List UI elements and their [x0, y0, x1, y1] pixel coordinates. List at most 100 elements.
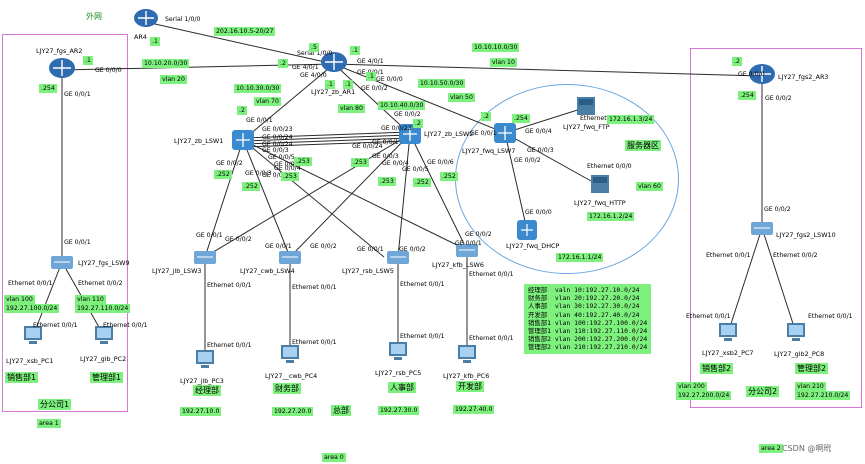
port-label: GE 0/0/1 [372, 139, 399, 146]
link-lsw1-lsw2-b [242, 134, 411, 142]
ip-tag: .5 [309, 43, 319, 53]
port-label: GE 0/0/2 [765, 95, 792, 102]
access-switch-icon[interactable] [279, 251, 301, 264]
ip-tag: .253 [351, 158, 369, 168]
link-lsw7-http [504, 132, 601, 187]
branch-label: 分公司1 [38, 399, 72, 411]
pc-icon[interactable] [281, 345, 299, 363]
subnet-tag: 192.27.20.0 [272, 407, 314, 417]
port-label: GE 0/0/2 [361, 85, 388, 92]
subnet-tag: 10.10.30.0/30 [234, 84, 282, 94]
link-lsw1-lsw4 [242, 139, 291, 258]
port-label: GE 4/0/1 [357, 58, 384, 65]
ip-tag: .1 [325, 80, 335, 90]
ip-tag: .2 [278, 59, 288, 69]
device-label-kfb-lsw6: LJY27_kfb_LSW6 [432, 261, 484, 269]
ip-tag: .254 [512, 114, 530, 124]
dept-label: 管理部2 [795, 363, 829, 375]
ip-tag: .253 [281, 172, 299, 182]
legend-row: 财务部 vlan 20:192.27.20.0/24 [528, 294, 640, 303]
port-label: GE 0/0/0 [738, 71, 765, 78]
port-label: GE 0/0/6 [427, 159, 454, 166]
port-label: GE 0/0/3 [527, 147, 554, 154]
access-switch-icon[interactable] [51, 256, 73, 269]
router-icon[interactable] [134, 9, 158, 27]
router-icon[interactable] [321, 52, 347, 72]
port-label: GE 0/0/3 [245, 170, 272, 177]
dept-label: 经理部 [193, 385, 221, 397]
device-label-kfb-pc6: LJY27_kfb_PC6 [443, 372, 490, 380]
link-lsw1-lsw6 [242, 139, 468, 251]
access-switch-icon[interactable] [751, 222, 773, 235]
vlan-tag: vlan 80 [338, 104, 365, 114]
access-switch-icon[interactable] [194, 251, 216, 264]
device-label-rsb-lsw5: LJY27_rsb_LSW5 [342, 267, 394, 275]
port-label: GE 4/0/1 [292, 64, 319, 71]
link-lsw1-lsw3 [204, 139, 244, 258]
core-switch-icon[interactable] [399, 124, 421, 144]
pc-icon[interactable] [196, 350, 214, 368]
port-label: Ethernet 0/0/1 [706, 252, 751, 259]
vlan-tag: vlan 110 [75, 295, 106, 305]
port-label: GE 0/0/0 [376, 76, 403, 83]
ip-tag: .254 [738, 91, 756, 101]
area-tag: area 2 [759, 444, 783, 454]
ip-tag: .252 [214, 170, 232, 180]
device-label-zb-lsw2: LJY27_zb_LSW2 [424, 130, 474, 138]
server-icon[interactable] [591, 175, 609, 193]
port-label: GE 0/0/4 [274, 165, 301, 172]
device-label-fwq-ftp: LJY27_fwq_FTP [563, 123, 610, 131]
device-label-zb-ar1: LJY27_zb_AR1 [311, 88, 356, 96]
access-switch-icon[interactable] [456, 244, 478, 257]
port-label: GE 0/0/1 [265, 243, 292, 250]
device-label-fgs2-lsw10: LJY27_fgs2_LSW10 [776, 231, 836, 239]
port-label: GE 4/0/0 [300, 72, 327, 79]
subnet-tag: 192.27.210.0/24 [795, 391, 851, 401]
device-label-rsb-pc5: LJY27_rsb_PC5 [375, 369, 422, 377]
legend-row: 销售部2 vlan 200:192.27.200.0/24 [528, 335, 648, 344]
port-label: GE 0/0/1 [470, 130, 497, 137]
vlan-tag: vlan 20 [160, 75, 187, 85]
port-label: GE 0/0/2 [225, 236, 252, 243]
ip-tag: .2 [732, 57, 742, 67]
router-icon[interactable] [49, 58, 75, 78]
core-switch-icon[interactable] [232, 130, 254, 150]
port-label: GE 0/0/2 [216, 160, 243, 167]
ip-tag: .253 [294, 157, 312, 167]
pc-icon[interactable] [787, 323, 805, 341]
link-lsw9-pc1 [32, 261, 63, 337]
subnet-tag: 192.27.100.0/24 [4, 304, 60, 314]
port-label: Ethernet 0/0/1 [400, 333, 445, 340]
pc-icon[interactable] [95, 326, 113, 344]
vlan-tag: vlan 200 [676, 382, 707, 392]
legend-row: 经理部 valn 10:192.27.10.0/24 [528, 286, 640, 294]
subnet-tag: 172.16.1.3/24 [607, 115, 655, 125]
device-label-fwq-http: LJY27_fwq_HTTP [574, 199, 626, 207]
port-label: Ethernet 0/0/1 [8, 280, 53, 287]
pc-icon[interactable] [24, 326, 42, 344]
ip-tag: .1 [343, 80, 353, 90]
ip-tag: .254 [39, 84, 57, 94]
device-label-jlb-lsw3: LJY27_jlb_LSW3 [152, 267, 202, 275]
router-icon[interactable] [749, 64, 775, 84]
port-label: GE 0/0/5 [268, 154, 295, 161]
port-label: GE 0/0/24 [262, 141, 293, 148]
server-icon[interactable] [517, 220, 537, 240]
device-label-fgs-lsw9: LJY27_fgs_LSW9 [78, 259, 130, 267]
pc-icon[interactable] [389, 342, 407, 360]
core-switch-icon[interactable] [494, 123, 516, 143]
dept-label: 财务部 [273, 383, 301, 395]
device-label-fgs-ar2: LJY27_fgs_AR2 [36, 47, 83, 55]
pc-icon[interactable] [458, 345, 476, 363]
port-label: Ethernet 0/0/1 [469, 271, 514, 278]
device-label-fgs2-ar3: LJY27_fgs2_AR3 [778, 73, 829, 81]
port-label: Ethernet 0/0/1 [292, 284, 337, 291]
server-icon[interactable] [577, 97, 595, 115]
access-switch-icon[interactable] [387, 251, 409, 264]
link-lsw10-pc8 [761, 227, 797, 334]
device-label-fwq-dhcp: LJY27_fwq_DHCP [506, 242, 560, 250]
ip-tag: .252 [440, 172, 458, 182]
ip-tag: .1 [366, 72, 376, 82]
pc-icon[interactable] [719, 323, 737, 341]
port-label: Ethernet 0/0/2 [78, 280, 123, 287]
